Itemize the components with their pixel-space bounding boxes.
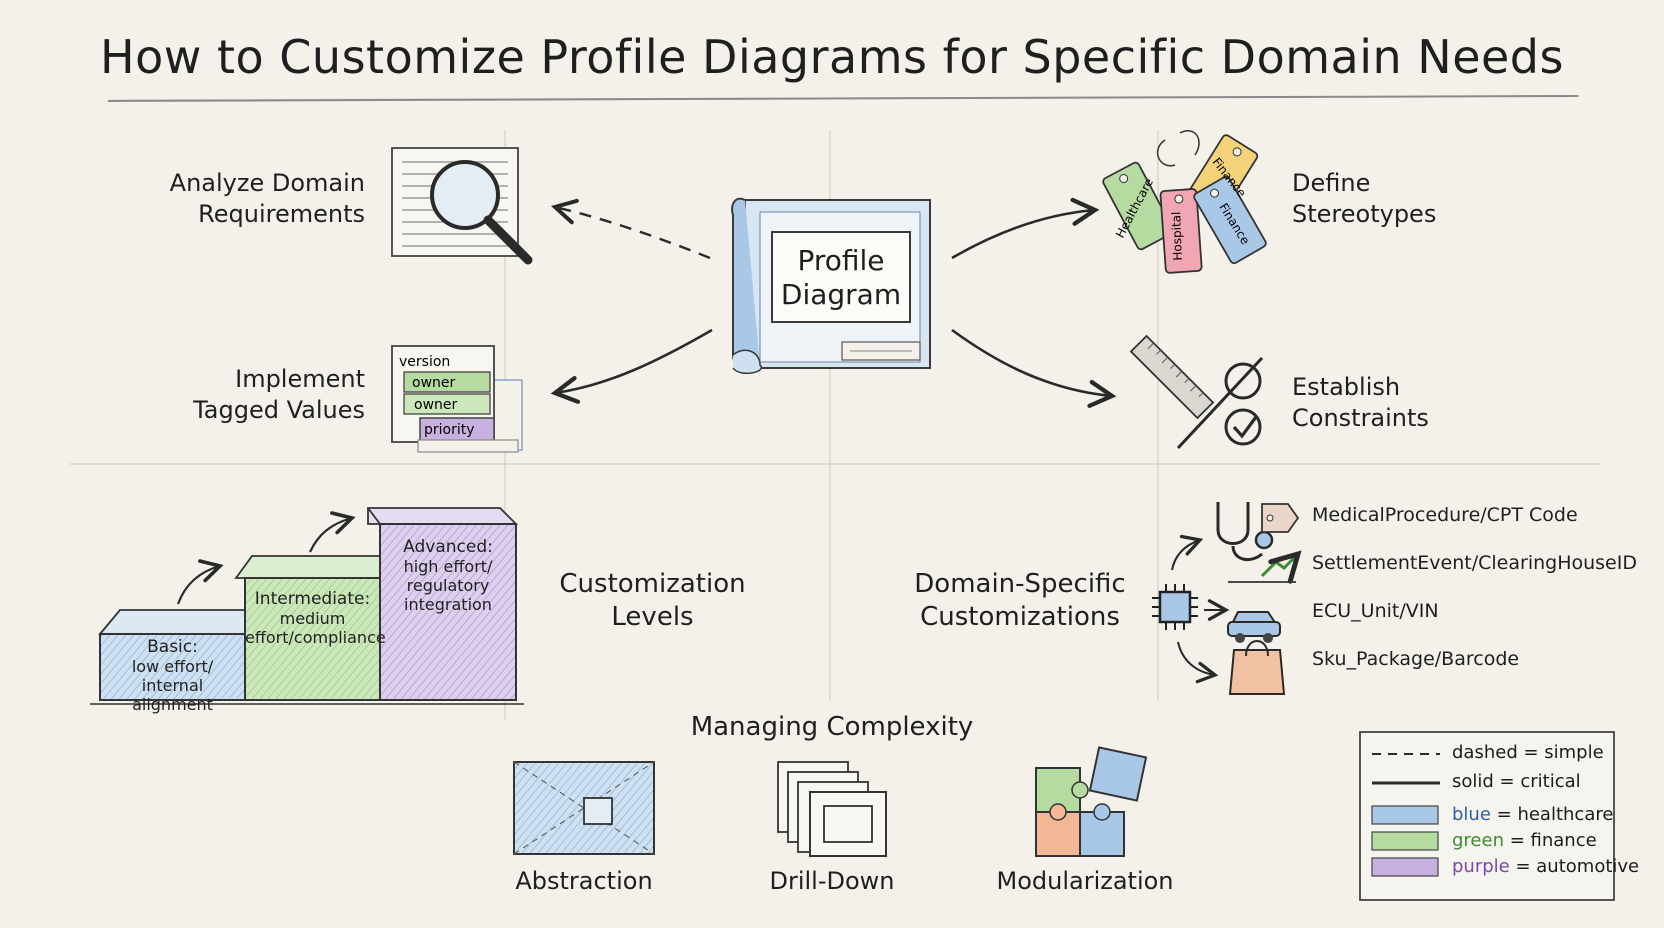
arrow-to-define bbox=[951, 197, 1100, 260]
establish-line2: Constraints bbox=[1292, 404, 1429, 432]
legend-green: green = finance bbox=[1452, 830, 1597, 851]
establish-line1: Establish bbox=[1292, 373, 1401, 401]
title-underline bbox=[107, 95, 1579, 102]
legend-purple-word: purple bbox=[1452, 856, 1510, 877]
customization-levels-line2: Levels bbox=[611, 602, 694, 632]
level-basic-line3: internal alignment bbox=[132, 676, 213, 714]
define-line2: Stereotypes bbox=[1292, 200, 1437, 228]
define-label: Define Stereotypes bbox=[1292, 168, 1436, 230]
level-intermediate-line2: medium bbox=[279, 609, 346, 628]
arrow-to-implement bbox=[550, 328, 713, 404]
level-advanced-text: Advanced: high effort/ regulatory integr… bbox=[380, 537, 516, 615]
customization-staircase bbox=[90, 507, 524, 705]
page-title: How to Customize Profile Diagrams for Sp… bbox=[100, 30, 1564, 84]
legend-purple-rest: = automotive bbox=[1509, 856, 1640, 877]
analyze-line2: Requirements bbox=[198, 200, 365, 228]
implement-line1: Implement bbox=[235, 365, 365, 393]
analyze-line1: Analyze Domain bbox=[169, 169, 365, 197]
level-intermediate-line1: Intermediate: bbox=[254, 589, 371, 609]
establish-label: Establish Constraints bbox=[1292, 372, 1429, 434]
level-advanced-line2: high effort/ bbox=[403, 557, 493, 576]
profile-diagram-line2: Diagram bbox=[780, 278, 902, 311]
customization-levels-label: Customization Levels bbox=[550, 568, 755, 634]
domain-item-settlement: SettlementEvent/ClearingHouseID bbox=[1312, 552, 1637, 574]
implement-line2: Tagged Values bbox=[193, 396, 365, 424]
managing-complexity-title: Managing Complexity bbox=[690, 712, 974, 742]
arrow-to-establish bbox=[951, 328, 1117, 408]
legend-dashed: dashed = simple bbox=[1452, 742, 1604, 763]
ruler-check-icon bbox=[1129, 334, 1264, 450]
legend-green-word: green bbox=[1452, 830, 1504, 851]
tv-owner-1: owner bbox=[412, 375, 456, 391]
legend-solid: solid = critical bbox=[1452, 771, 1581, 792]
profile-diagram-label: Profile Diagram bbox=[772, 244, 910, 312]
tv-priority: priority bbox=[424, 422, 475, 438]
level-basic-line1: Basic: bbox=[147, 637, 198, 657]
legend-green-rest: = finance bbox=[1504, 830, 1597, 851]
legend-blue: blue = healthcare bbox=[1452, 804, 1613, 825]
magnifier-document-icon bbox=[391, 147, 533, 265]
level-basic-text: Basic: low effort/ internal alignment bbox=[100, 637, 245, 715]
domain-item-ecu: ECU_Unit/VIN bbox=[1312, 600, 1439, 622]
domain-icons bbox=[1152, 502, 1302, 695]
profile-diagram-scroll bbox=[731, 197, 931, 375]
implement-label: Implement Tagged Values bbox=[160, 364, 365, 426]
level-intermediate-text: Intermediate: medium effort/compliance bbox=[245, 589, 386, 648]
level-advanced-line3: regulatory bbox=[406, 576, 490, 595]
modularization-label: Modularization bbox=[996, 867, 1174, 895]
tag-hospital: Hospital bbox=[1169, 211, 1185, 260]
level-advanced-line4: integration bbox=[404, 595, 492, 614]
level-advanced-line1: Advanced: bbox=[403, 537, 493, 557]
domain-specific-line1: Domain-Specific bbox=[914, 569, 1126, 599]
abstraction-icon bbox=[513, 761, 655, 855]
domain-specific-label: Domain-Specific Customizations bbox=[900, 568, 1140, 634]
arrow-to-analyze bbox=[551, 198, 711, 260]
modularization-puzzle-icon bbox=[1035, 746, 1148, 857]
legend-blue-rest: = healthcare bbox=[1490, 804, 1614, 825]
level-basic-line2: low effort/ bbox=[131, 657, 214, 676]
analyze-label: Analyze Domain Requirements bbox=[160, 168, 365, 230]
legend-blue-word: blue bbox=[1452, 804, 1491, 825]
stereotype-tags-icon bbox=[1102, 130, 1267, 274]
define-line1: Define bbox=[1292, 169, 1371, 197]
level-intermediate-line3: effort/compliance bbox=[245, 628, 386, 647]
domain-item-medical: MedicalProcedure/CPT Code bbox=[1312, 504, 1578, 526]
domain-item-sku: Sku_Package/Barcode bbox=[1312, 648, 1520, 670]
tv-version: version bbox=[399, 354, 450, 370]
tv-owner-2: owner bbox=[414, 397, 458, 413]
legend-purple: purple = automotive bbox=[1452, 856, 1639, 877]
drill-down-icon bbox=[777, 761, 887, 857]
drill-down-label: Drill-Down bbox=[769, 867, 895, 895]
legend-box bbox=[1359, 731, 1615, 901]
profile-diagram-line1: Profile bbox=[797, 244, 885, 277]
customization-levels-line1: Customization bbox=[559, 569, 746, 599]
tagged-values-icon bbox=[391, 345, 523, 453]
domain-specific-line2: Customizations bbox=[920, 602, 1120, 632]
abstraction-label: Abstraction bbox=[515, 867, 653, 895]
